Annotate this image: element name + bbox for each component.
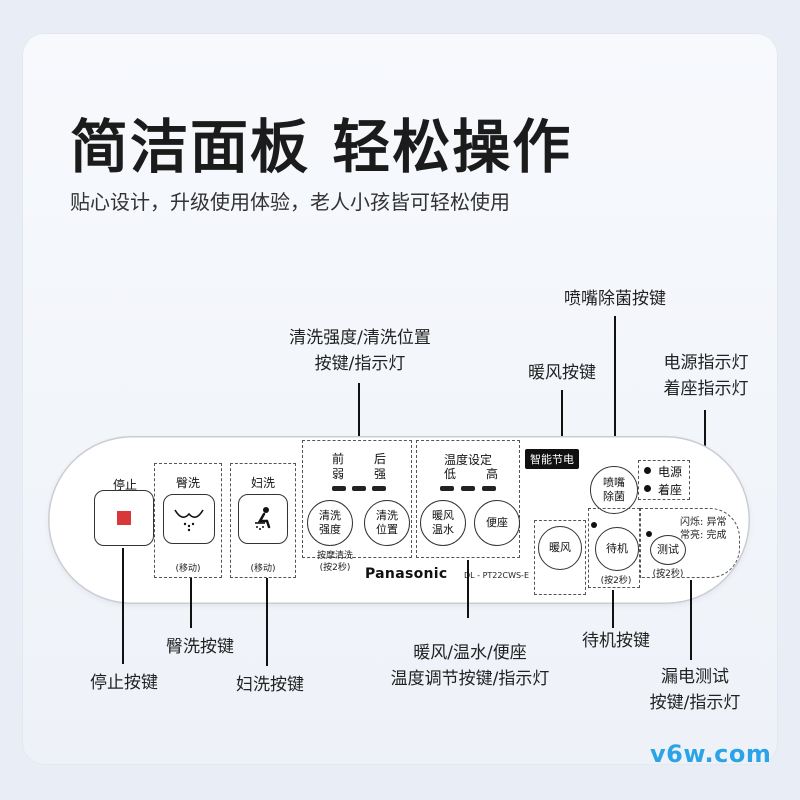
- strength-led-2: [352, 486, 366, 491]
- leak-test-button[interactable]: 测试: [650, 535, 686, 565]
- callout-standby: 待机按键: [582, 631, 650, 651]
- callout-leak-test: 漏电测试 按键/指示灯: [649, 667, 741, 713]
- power-text: 电源: [657, 465, 682, 479]
- standby-hold-note: (按2秒): [600, 576, 632, 586]
- leader-feminine: [266, 578, 268, 666]
- feminine-wash-text: 妇洗: [250, 476, 275, 490]
- strength-led-1: [332, 486, 346, 491]
- front-text: 前: [331, 452, 344, 466]
- callout-nozzle: 喷嘴除菌按键: [564, 289, 666, 309]
- warm-air-group: [534, 520, 586, 595]
- watermark: v6w.com: [650, 740, 772, 768]
- standby-group: [588, 508, 640, 588]
- strong-text: 强: [373, 467, 386, 481]
- leader-temp: [467, 560, 469, 618]
- callout-stop: 停止按键: [90, 673, 158, 693]
- seated-text: 着座: [657, 483, 682, 497]
- card-background: [22, 33, 778, 765]
- leak-indicator-dot: [646, 531, 652, 537]
- temp-led-3: [482, 486, 496, 491]
- feminine-wash-button[interactable]: [238, 494, 288, 544]
- feminine-wash-move: (移动): [250, 564, 276, 574]
- page-title: 简洁面板 轻松操作: [70, 113, 573, 181]
- leader-stop: [122, 548, 124, 664]
- high-text: 高: [485, 467, 498, 481]
- rear-wash-button[interactable]: [163, 494, 215, 544]
- callout-warm-air: 暖风按键: [528, 363, 596, 383]
- rear-wash-text: 臀洗: [175, 476, 200, 490]
- back-text: 后: [373, 452, 386, 466]
- wash-position-button[interactable]: 清洗 位置: [364, 500, 410, 546]
- leader-power-v: [704, 410, 706, 474]
- low-text: 低: [443, 467, 456, 481]
- rear-wash-icon: [174, 509, 204, 532]
- leader-nozzle: [614, 316, 616, 476]
- warm-water-button[interactable]: 暖风 温水: [420, 500, 466, 546]
- callout-wash-strength: 清洗强度/清洗位置 按键/指示灯: [289, 328, 431, 374]
- stop-button[interactable]: [94, 490, 154, 546]
- temp-led-2: [461, 486, 475, 491]
- wash-strength-group: [302, 440, 412, 558]
- standby-indicator-dot: [591, 522, 597, 528]
- leader-wash-strength: [358, 383, 360, 440]
- seat-button[interactable]: 便座: [474, 500, 520, 546]
- callout-rear-wash: 臀洗按键: [166, 637, 234, 657]
- leader-rear: [190, 578, 192, 628]
- warm-air-button[interactable]: 暖风: [538, 526, 582, 570]
- leak-hold-note: (按2秒): [652, 569, 684, 579]
- callout-power-indicator: 电源指示灯 着座指示灯: [663, 353, 749, 399]
- standby-button[interactable]: 待机: [595, 527, 639, 571]
- indicator-group: [638, 460, 690, 500]
- callout-feminine-wash: 妇洗按键: [236, 675, 304, 695]
- strength-hold-note: (按2秒): [319, 563, 351, 573]
- leak-test-group: [640, 508, 740, 578]
- leader-standby: [612, 590, 614, 628]
- leader-leak: [690, 580, 692, 660]
- temp-setting-text: 温度设定: [443, 453, 492, 467]
- strength-led-3: [372, 486, 386, 491]
- steady-note: 常亮: 完成: [680, 530, 727, 541]
- feminine-wash-group: [230, 463, 296, 578]
- feminine-wash-icon: [255, 507, 271, 530]
- wash-strength-button[interactable]: 清洗 强度: [307, 500, 353, 546]
- flash-note: 闪烁: 异常: [680, 517, 727, 528]
- stop-text: 停止: [112, 478, 137, 492]
- rear-wash-group: [154, 463, 222, 578]
- weak-text: 弱: [331, 467, 344, 481]
- power-indicator-dot: [644, 467, 651, 474]
- massage-note: 按摩清洗: [316, 551, 353, 561]
- eco-badge: 智能节电: [525, 449, 579, 469]
- stop-square-icon: [117, 511, 131, 525]
- seated-indicator-dot: [644, 485, 651, 492]
- nozzle-sterilize-button[interactable]: 喷嘴 除菌: [590, 466, 638, 514]
- temperature-group: [416, 440, 520, 558]
- page-subtitle: 贴心设计，升级使用体验，老人小孩皆可轻松使用: [70, 190, 510, 214]
- callout-temperature: 暖风/温水/便座 温度调节按键/指示灯: [390, 643, 550, 689]
- model-number: DL - PT22CWS-E: [464, 571, 529, 580]
- temp-led-1: [440, 486, 454, 491]
- rear-wash-move: (移动): [175, 564, 201, 574]
- brand-logo: Panasonic: [365, 566, 448, 582]
